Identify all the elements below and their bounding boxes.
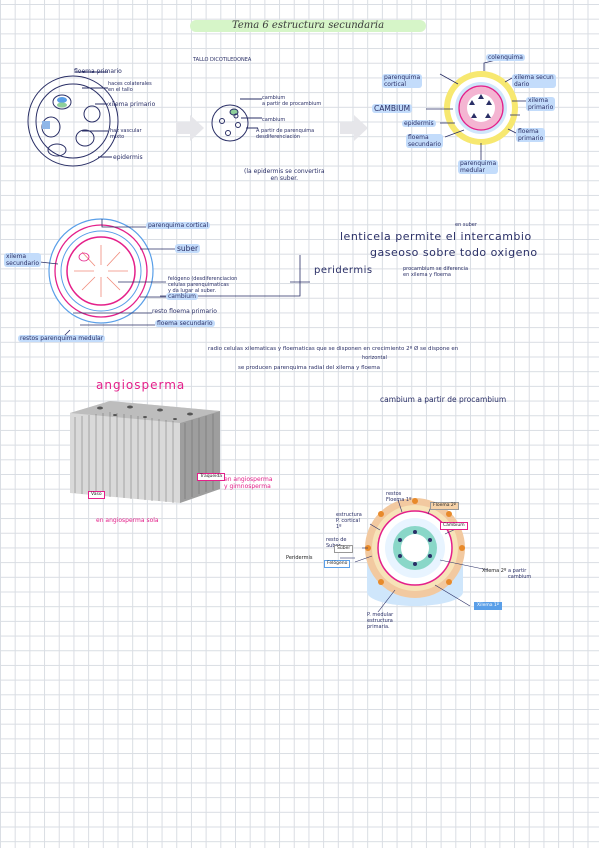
label-parenquima-cortical-2: parenquima cortical — [146, 222, 211, 229]
label-xilema-2: Xilema 2º — [482, 568, 507, 574]
label-traqueida: en angiosperma y gimnosperma — [224, 476, 273, 490]
label-resto-suber: resto de Suber — [326, 537, 347, 549]
label-colenquima: colenquima — [486, 54, 525, 61]
box-suber: Súber — [334, 545, 354, 553]
label-peridermis: peridermis — [314, 265, 373, 276]
box-cambium: Cámbium — [440, 522, 468, 530]
label-cambium-procambium-2: cambium a partir de procambium — [380, 395, 507, 404]
label-xilema-secundario-2: xilema secundario — [4, 253, 42, 267]
box-floema-2: Floema 2º — [430, 502, 459, 510]
label-lenticela: lenticela permite el intercambio — [340, 230, 532, 243]
box-felogeno: Felógeno — [324, 560, 351, 568]
vascular-bundle-colors — [42, 97, 67, 129]
label-suber: suber — [175, 244, 201, 253]
label-epidermis: epidermis — [113, 154, 143, 161]
label-producen: se producen parenquima radial del xilema… — [238, 365, 381, 371]
label-felogeno: felógeno (desdiferenciacion celulas pare… — [168, 276, 238, 294]
heading-angiosperma: angiosperma — [96, 378, 186, 392]
label-floema-secundario-c: floema secundario — [406, 134, 444, 148]
peridermis-diagram — [39, 218, 310, 341]
label-cambium-2b: cambium — [166, 293, 198, 300]
stem-cambium-diagram — [211, 98, 262, 142]
tag-traqueida: Traqueida — [197, 473, 226, 481]
label-gaseoso: gaseoso sobre todo oxigeno — [370, 246, 538, 259]
label-floema-primario-c: floema primario — [516, 128, 546, 142]
page-title: Tema 6 estructura secundaria — [231, 20, 385, 31]
wood-section-illustration — [70, 393, 222, 507]
stem-secondary-diagram — [426, 58, 526, 160]
label-xilema-primario-c: xilema primario — [526, 97, 556, 111]
label-xilema-secundario: xilema secun dario — [512, 74, 556, 88]
stem-primary-diagram — [27, 71, 119, 167]
title-highlight — [190, 20, 426, 32]
label-restos-floema: restos Floema 1º — [386, 491, 412, 503]
label-cambium-parenquima: A partir de parenquima desdiferenciación — [256, 128, 315, 140]
label-horizontal: horizontal — [362, 355, 387, 361]
label-angiosperma-sola: en angiosperma sola — [96, 517, 159, 524]
arrow-1 — [176, 115, 204, 141]
label-tallo: TALLO DICOTILEDONEA — [193, 57, 252, 63]
label-estructura-cortical: estructura P. cortical 1º — [336, 512, 362, 530]
label-parenquima-medular: parenquima medular — [458, 160, 499, 174]
label-epidermis-c: epidermis — [402, 120, 436, 127]
label-cambium-procambium: cambium a partir de procambium — [262, 95, 322, 107]
label-xilema-primario: xilema primario — [108, 101, 156, 108]
label-floema-secundario-2: floema secundario — [155, 320, 215, 327]
label-restos-parenquima: restos parenquima medular — [18, 335, 106, 342]
label-parenquima-cortical: parenquima cortical — [382, 74, 423, 88]
note-epidermis-suber: (la epidermis se convertira en suber. — [244, 168, 325, 182]
label-haz-vascular: haz vascular mixto — [110, 128, 142, 140]
stem-3d-diagram — [340, 498, 489, 613]
label-floema-primario: floema primario — [74, 68, 122, 75]
label-cambium-2: cambium — [262, 117, 286, 123]
tag-vaso: Vaso — [88, 491, 105, 499]
label-resto-floema: resto floema primario — [152, 308, 217, 315]
label-a-partir-cambium: a partir cambium — [508, 568, 532, 580]
label-en-suber: en suber — [455, 222, 477, 228]
label-cambium-c: CAMBIUM — [372, 104, 413, 113]
box-xilema-1: Xilema 1º — [474, 602, 502, 610]
label-haces: haces colaterales en el tallo — [108, 81, 152, 93]
label-p-medular: P. medular estructura primaria. — [367, 612, 394, 630]
label-radio: radio celulas xilematicas y floematicas … — [208, 346, 459, 352]
arrow-2 — [340, 115, 368, 141]
label-procambium: procambium se diferencia en xilema y flo… — [403, 266, 469, 278]
wood-section-sketch — [70, 401, 220, 503]
label-peridermis-3: Peridermis — [286, 555, 313, 561]
